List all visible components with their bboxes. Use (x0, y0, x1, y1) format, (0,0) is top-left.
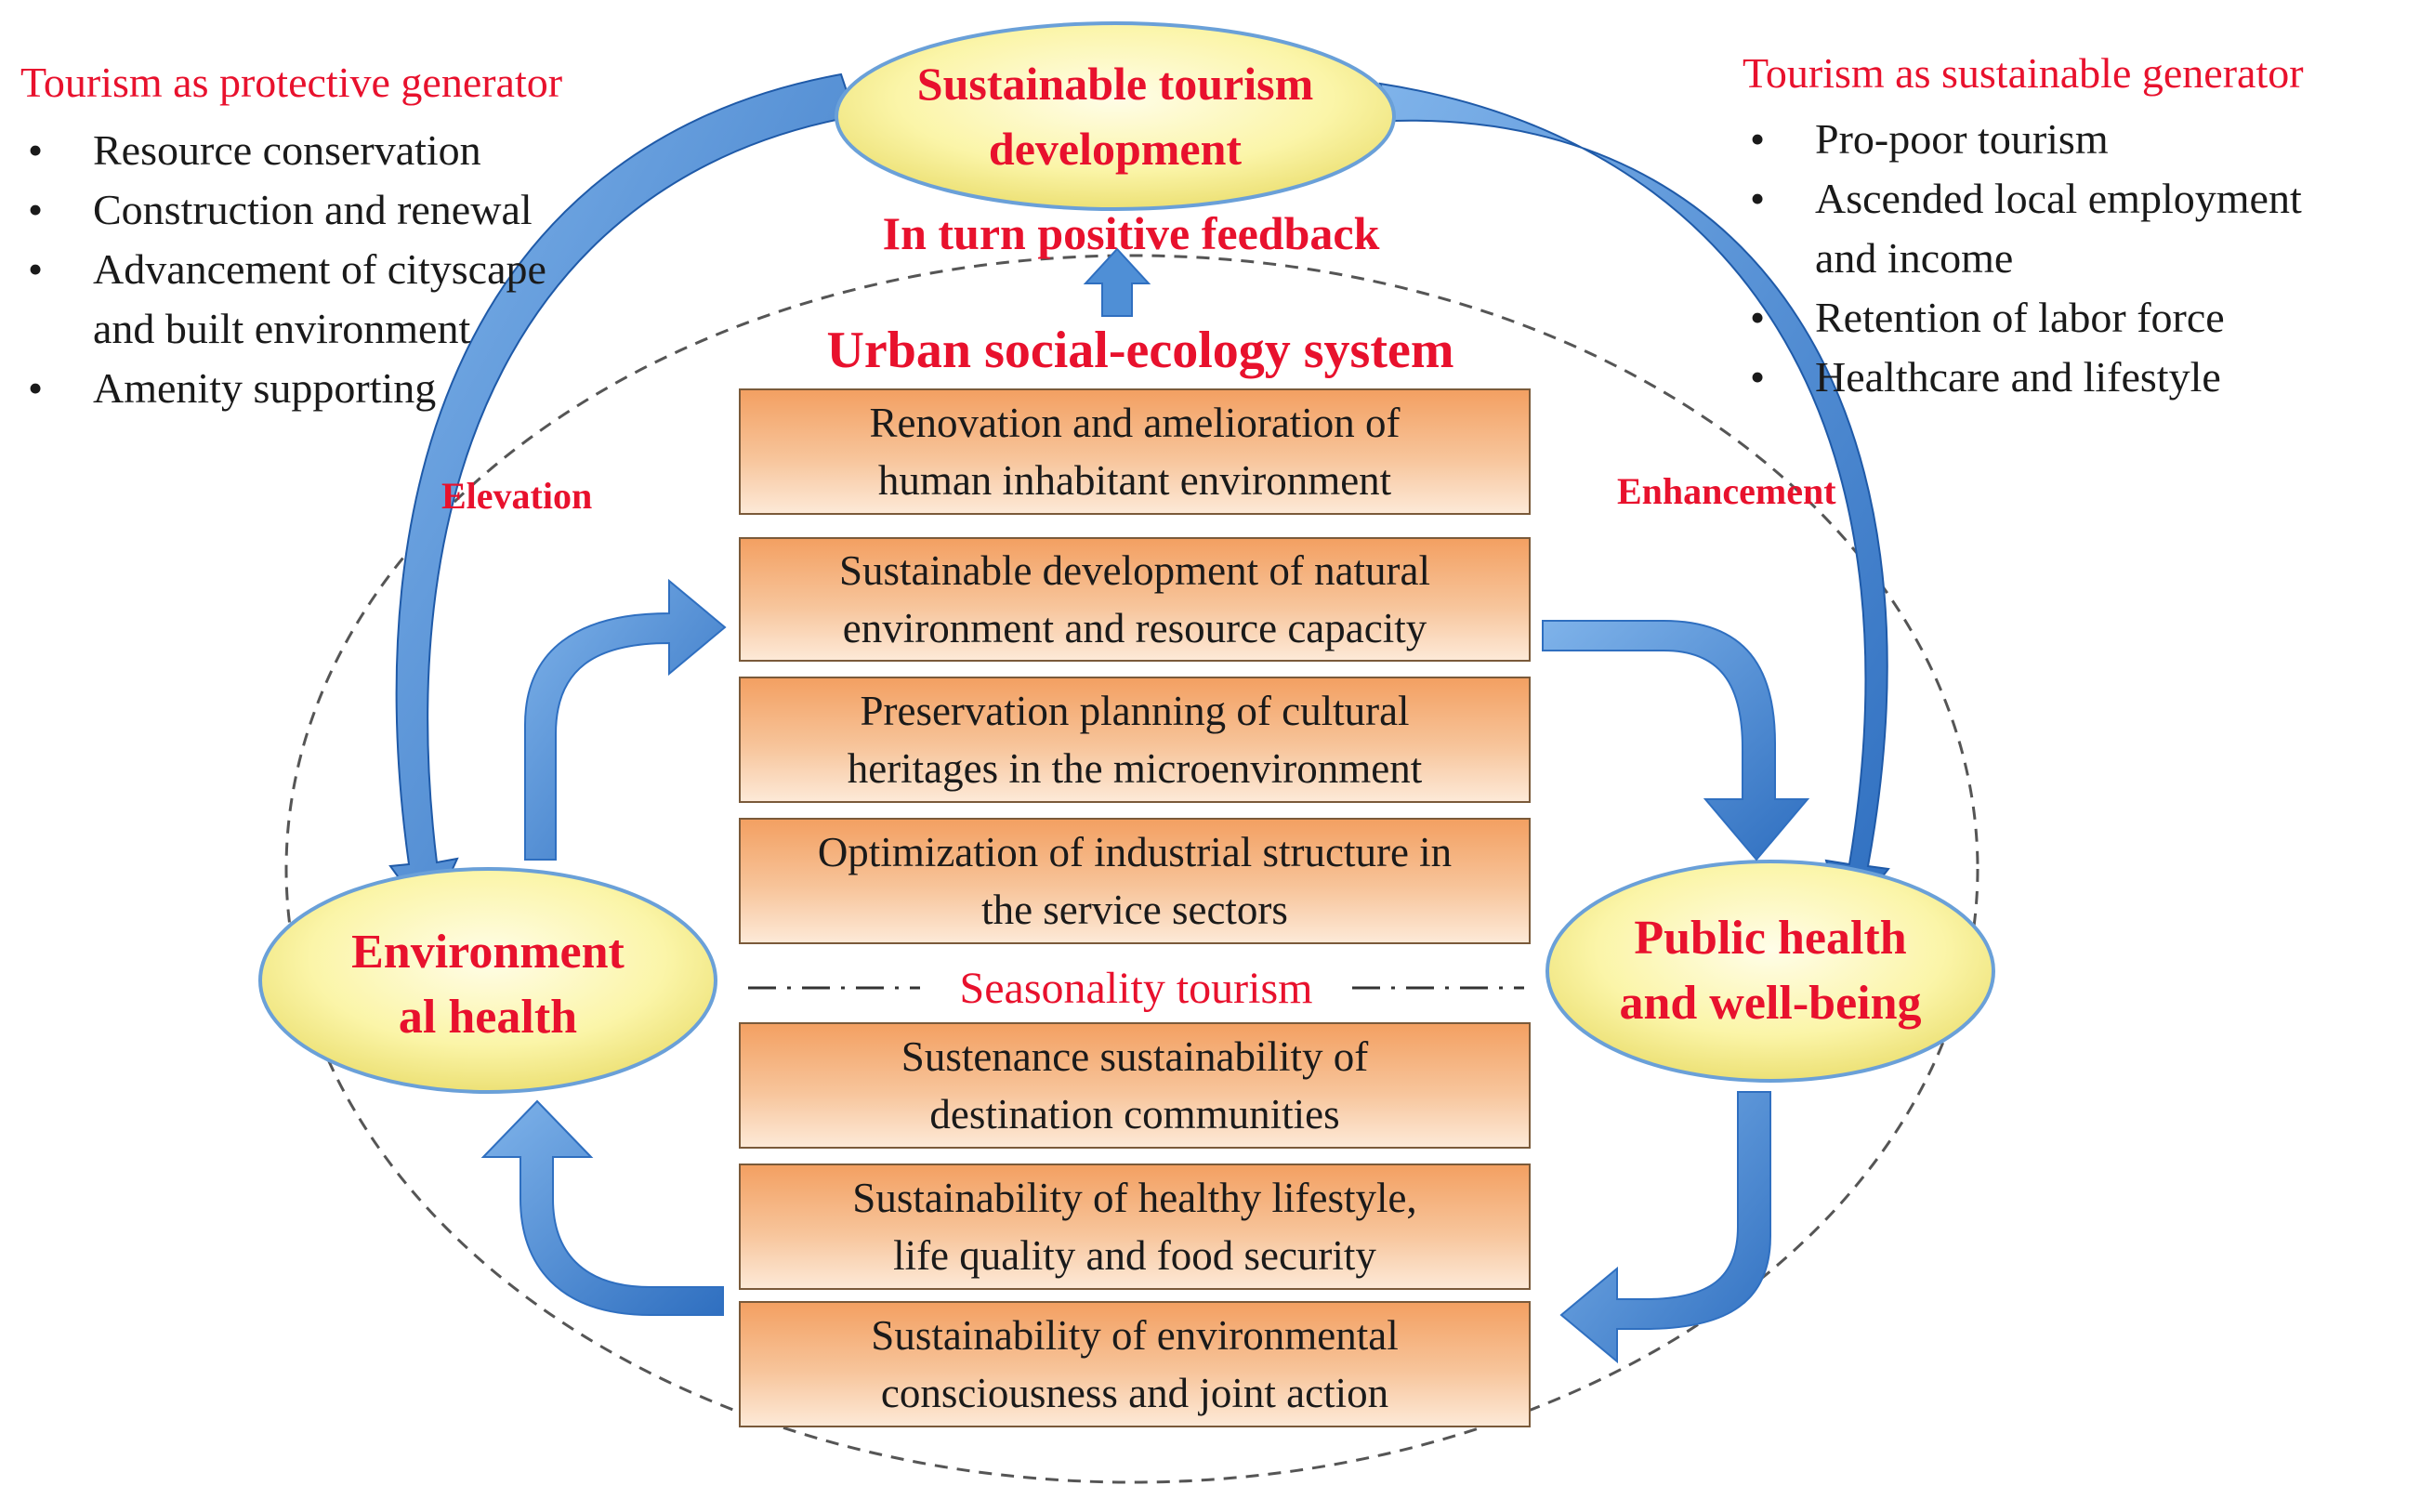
feedback-label-text: In turn positive feedback (882, 207, 1380, 259)
elevation-label: Elevation (441, 475, 593, 517)
left-panel-item: Advancement of cityscape and built envir… (20, 240, 576, 359)
left-panel-title: Tourism as protective generator (20, 59, 563, 106)
right-panel-item: Pro-poor tourism (1743, 110, 2393, 169)
public-health-ellipse (1545, 860, 1995, 1083)
sustainable-tourism-line1: Sustainable tourism (916, 58, 1314, 110)
feedback-label: In turn positive feedback (0, 206, 2420, 260)
box-line: the service sectors (981, 887, 1288, 933)
box-line: environment and resource capacity (842, 605, 1427, 651)
right-panel-item: Healthcare and lifestyle (1743, 348, 2393, 407)
right-panel-title: Tourism as sustainable generator (1743, 49, 2304, 97)
feedback-up-arrow (1083, 247, 1151, 317)
box-line: life quality and food security (893, 1232, 1376, 1279)
left-panel-item: Resource conservation (20, 121, 652, 180)
box-line: Preservation planning of cultural (860, 688, 1410, 734)
seasonality-label: Seasonality tourism (959, 964, 1313, 1013)
system-title: Urban social-ecology system (0, 321, 2420, 380)
box-line: destination communities (929, 1091, 1340, 1137)
system-box: Sustainable development of natural enviro… (739, 537, 1531, 662)
environmental-health-ellipse (258, 867, 717, 1094)
sustainable-tourism-ellipse (835, 21, 1396, 211)
cycle-arrow-left-up (524, 578, 727, 861)
sustainable-tourism-line2: development (988, 123, 1243, 175)
system-box: Renovation and amelioration of human inha… (739, 388, 1531, 515)
system-box: Preservation planning of cultural heritag… (739, 677, 1531, 803)
environmental-health-line1: Environment (351, 926, 625, 979)
right-panel-item: Ascended local employment and income (1743, 169, 2335, 288)
cycle-arrow-bottom-to-left (480, 1099, 724, 1316)
public-health-line2: and well-being (1619, 977, 1922, 1030)
box-line: human inhabitant environment (877, 457, 1392, 504)
public-health-line1: Public health (1634, 912, 1907, 965)
box-line: Sustainability of environmental (871, 1312, 1399, 1359)
cycle-arrow-right-down (1542, 620, 1810, 861)
left-panel-item: Amenity supporting (20, 359, 652, 418)
environmental-health-line2: al health (398, 991, 578, 1044)
box-line: Sustainable development of natural (838, 547, 1431, 594)
enhancement-label: Enhancement (1617, 470, 1836, 512)
system-box: Sustenance sustainability of destination … (739, 1022, 1531, 1149)
left-panel-item: Construction and renewal (20, 180, 652, 240)
right-panel-list: Pro-poor tourism Ascended local employme… (1743, 110, 2393, 407)
box-line: Sustainability of healthy lifestyle, (852, 1175, 1417, 1221)
system-box: Optimization of industrial structure in t… (739, 818, 1531, 944)
system-boundary-ellipse (284, 254, 1979, 1484)
box-line: heritages in the microenvironment (847, 745, 1423, 792)
system-title-text: Urban social-ecology system (826, 322, 1454, 379)
system-box: Sustainability of healthy lifestyle, life… (739, 1164, 1531, 1290)
system-box: Sustainability of environmental conscious… (739, 1301, 1531, 1427)
sustainable-tourism-label: Sustainable tourism development (836, 51, 1394, 181)
box-line: consciousness and joint action (880, 1370, 1389, 1416)
left-panel-list: Resource conservation Construction and r… (20, 121, 652, 418)
box-line: Renovation and amelioration of (869, 400, 1401, 446)
environmental-health-label: Environment al health (279, 920, 697, 1050)
box-line: Sustenance sustainability of (901, 1033, 1369, 1080)
box-line: Optimization of industrial structure in (817, 829, 1453, 875)
public-health-label: Public health and well-being (1561, 906, 1979, 1036)
cycle-arrow-right-to-bottom (1559, 1091, 1771, 1364)
right-panel-item: Retention of labor force (1743, 288, 2393, 348)
